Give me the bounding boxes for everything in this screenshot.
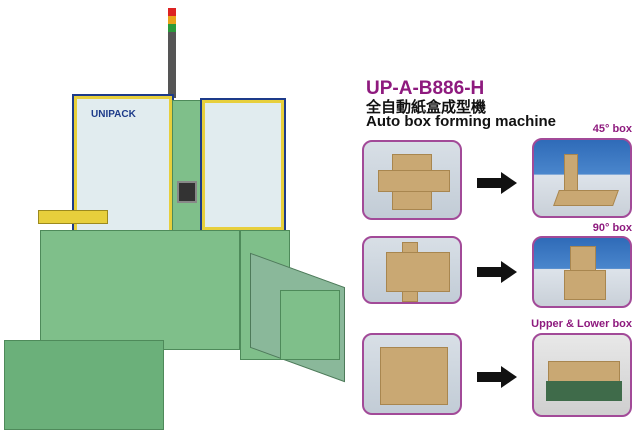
box-part [548,361,620,383]
machine-base [40,230,240,350]
label-upper-lower-box: Upper & Lower box [531,318,632,330]
cardboard-blank-part [380,347,448,405]
machine-illustration: UNIPACK [4,8,345,430]
blank-image-upper-lower [362,333,462,415]
box-part [564,270,606,300]
feed-tray [38,210,108,224]
signal-light-green [168,24,176,32]
signal-light-amber [168,16,176,24]
machine-center-column [172,100,202,250]
arrow-right-icon [477,366,517,388]
arrow-right-icon [477,261,517,283]
label-90-box: 90° box [592,222,632,234]
blank-image-90 [362,236,462,304]
product-name-chinese: 全自動紙盒成型機 [366,99,487,116]
blank-image-45 [362,140,462,220]
signal-light-red [168,8,176,16]
cardboard-blank-part [378,170,450,192]
result-image-90 [532,236,632,308]
product-name-english: Auto box forming machine [366,113,557,130]
machine-enclosure-side [200,98,286,232]
box-part [553,190,619,206]
cardboard-blank-part [386,252,450,292]
label-45-box: 45° box [592,123,632,135]
signal-tower [168,8,176,98]
control-screen [177,181,197,203]
logo: UNIPACK [91,109,136,120]
machine-right-cabinet [280,290,340,360]
arrow-right-icon [477,172,517,194]
machine-lower-base [4,340,164,430]
model-title: UP-A-B886-H [366,78,485,99]
box-printed-side [546,381,622,401]
result-image-45 [532,138,632,218]
result-image-upper-lower [532,333,632,417]
